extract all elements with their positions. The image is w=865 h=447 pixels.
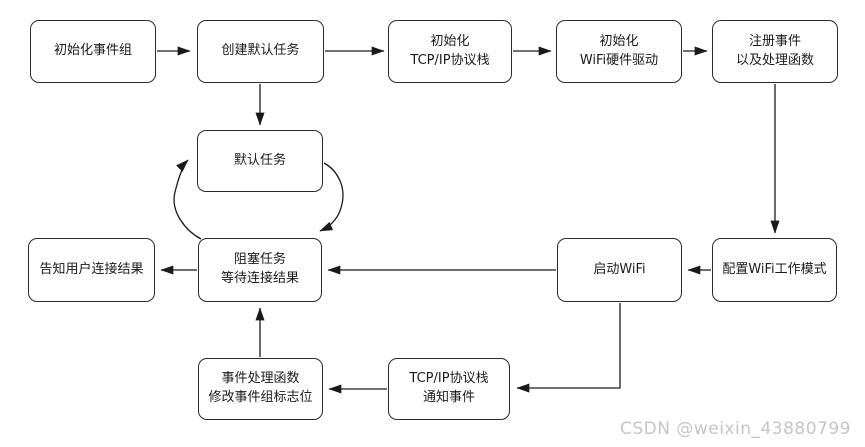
node-notify-user-result: 告知用户连接结果 <box>28 238 155 302</box>
node-default-task: 默认任务 <box>197 130 323 192</box>
node-label: 等待连接结果 <box>220 271 299 286</box>
node-block-task-wait: 阻塞任务 等待连接结果 <box>198 238 322 302</box>
arrow-loop-block-task-to-default-task <box>173 159 202 240</box>
node-label: TCP/IP协议栈 <box>409 371 489 387</box>
node-label: WiFi硬件驱动 <box>579 52 659 68</box>
node-config-wifi-mode: 配置WiFi工作模式 <box>712 238 837 302</box>
node-label: 事件处理函数 <box>221 371 300 387</box>
node-label: 默认任务 <box>233 152 286 168</box>
node-create-default-task: 创建默认任务 <box>197 20 324 83</box>
node-init-wifi-driver: 初始化 WiFi硬件驱动 <box>556 20 682 83</box>
node-register-event-handlers: 注册事件 以及处理函数 <box>712 20 838 83</box>
node-tcpip-notify-event: TCP/IP协议栈 通知事件 <box>388 358 510 420</box>
node-label: 初始化事件组 <box>53 43 132 59</box>
node-start-wifi: 启动WiFi <box>557 238 682 302</box>
node-label: 阻塞任务 <box>233 252 286 268</box>
arrow-start-wifi-to-tcpip-notify-event <box>516 303 621 393</box>
node-label: 配置WiFi工作模式 <box>722 261 827 277</box>
node-label: 通知事件 <box>422 390 475 405</box>
node-label: 以及处理函数 <box>735 52 814 68</box>
node-label: 创建默认任务 <box>221 43 300 59</box>
arrow-loop-default-task-to-block-task <box>319 162 344 232</box>
node-label: 初始化 <box>599 33 639 49</box>
node-label: 告知用户连接结果 <box>39 261 144 277</box>
csdn-watermark: CSDN @weixin_43880799 <box>619 419 851 439</box>
node-label: 启动WiFi <box>593 261 646 277</box>
node-event-handler-set-flags: 事件处理函数 修改事件组标志位 <box>198 358 323 420</box>
node-init-event-group: 初始化事件组 <box>30 20 156 83</box>
node-label: 修改事件组标志位 <box>208 390 313 405</box>
node-label: 初始化 <box>430 33 470 49</box>
node-init-tcpip-stack: 初始化 TCP/IP协议栈 <box>388 20 512 83</box>
node-label: 注册事件 <box>748 33 801 49</box>
node-label: TCP/IP协议栈 <box>410 52 490 68</box>
